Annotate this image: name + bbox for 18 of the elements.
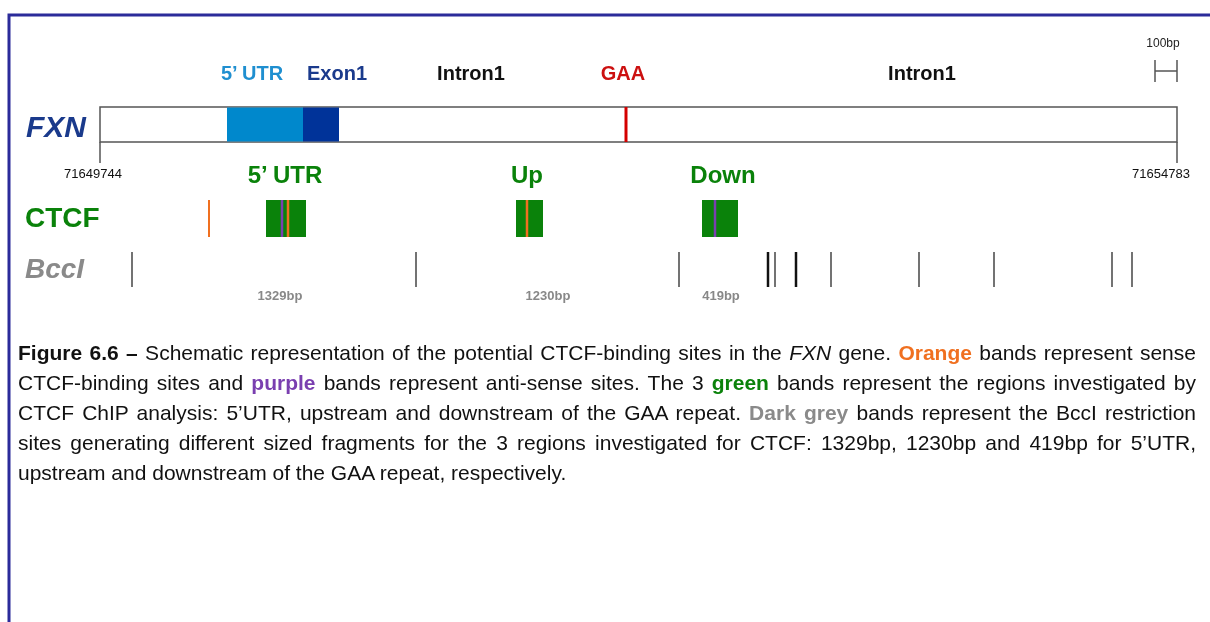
track-label: CTCF [25,204,100,232]
scale-label: 100bp [1146,37,1180,49]
region-label: GAA [600,63,646,83]
region-label: Intron1 [888,63,956,83]
region-label: 5’ UTR [220,63,284,83]
region-label: 5’ UTR [247,163,323,187]
region-label: Up [511,163,543,187]
fragment-size: 1230bp [525,289,571,302]
fragment-size: 419bp [702,289,740,302]
gene-name: FXN [26,112,86,142]
region-label: Intron1 [437,63,505,83]
figure-caption: Figure 6.6 – Schematic representation of the potential CTCF-binding sites in the FXN gene. Orange bands represent sense CTCF-binding sites and purple bands represent anti-sense sites. The 3 green bands represent the regions investigated by CTCF ChIP analysis: 5’UTR, upstream and downstream of the GAA repeat. Dark grey bands represent the BccI restriction sites generating different sized fragments for the 3 regions investigated for CTCF: 1329bp, 1230bp and 419bp for 5’UTR, upstream and downstream of the GAA repeat, respectively. [18,340,1196,486]
region-label: Down [690,163,756,187]
coordinate-label: 71649744 [64,167,122,180]
fragment-size: 1329bp [257,289,303,302]
track-label: BccI [25,255,85,283]
region-label: Exon1 [307,63,367,83]
coordinate-label: 71654783 [1132,167,1190,180]
